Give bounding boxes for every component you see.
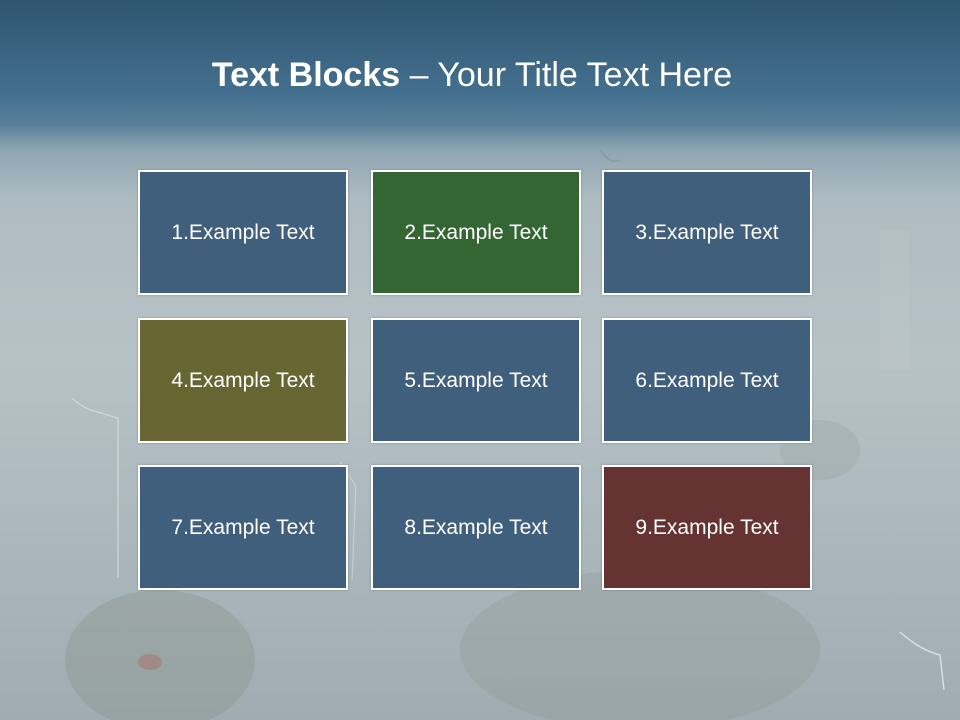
slide-title: Text Blocks – Your Title Text Here [0,52,944,98]
text-block-4[interactable]: 4.Example Text [138,318,348,443]
title-bold-part: Text Blocks [211,56,401,94]
text-block-9[interactable]: 9.Example Text [602,465,812,590]
text-block-8[interactable]: 8.Example Text [371,465,581,590]
text-block-1[interactable]: 1.Example Text [138,170,348,295]
text-block-7[interactable]: 7.Example Text [138,465,348,590]
text-block-3[interactable]: 3.Example Text [602,170,812,295]
text-block-6[interactable]: 6.Example Text [602,318,812,443]
text-block-label: 7.Example Text [171,515,315,539]
text-block-label: 5.Example Text [404,368,548,392]
text-block-grid: 1.Example Text 2.Example Text 3.Example … [138,170,816,594]
text-block-label: 1.Example Text [171,220,315,244]
text-block-label: 8.Example Text [404,515,548,539]
text-block-label: 4.Example Text [171,368,315,392]
title-rest-part: – Your Title Text Here [400,56,733,94]
text-block-label: 2.Example Text [404,220,548,244]
text-block-label: 9.Example Text [635,515,779,539]
text-block-label: 3.Example Text [635,220,779,244]
text-block-label: 6.Example Text [635,368,779,392]
text-block-2[interactable]: 2.Example Text [371,170,581,295]
text-block-5[interactable]: 5.Example Text [371,318,581,443]
